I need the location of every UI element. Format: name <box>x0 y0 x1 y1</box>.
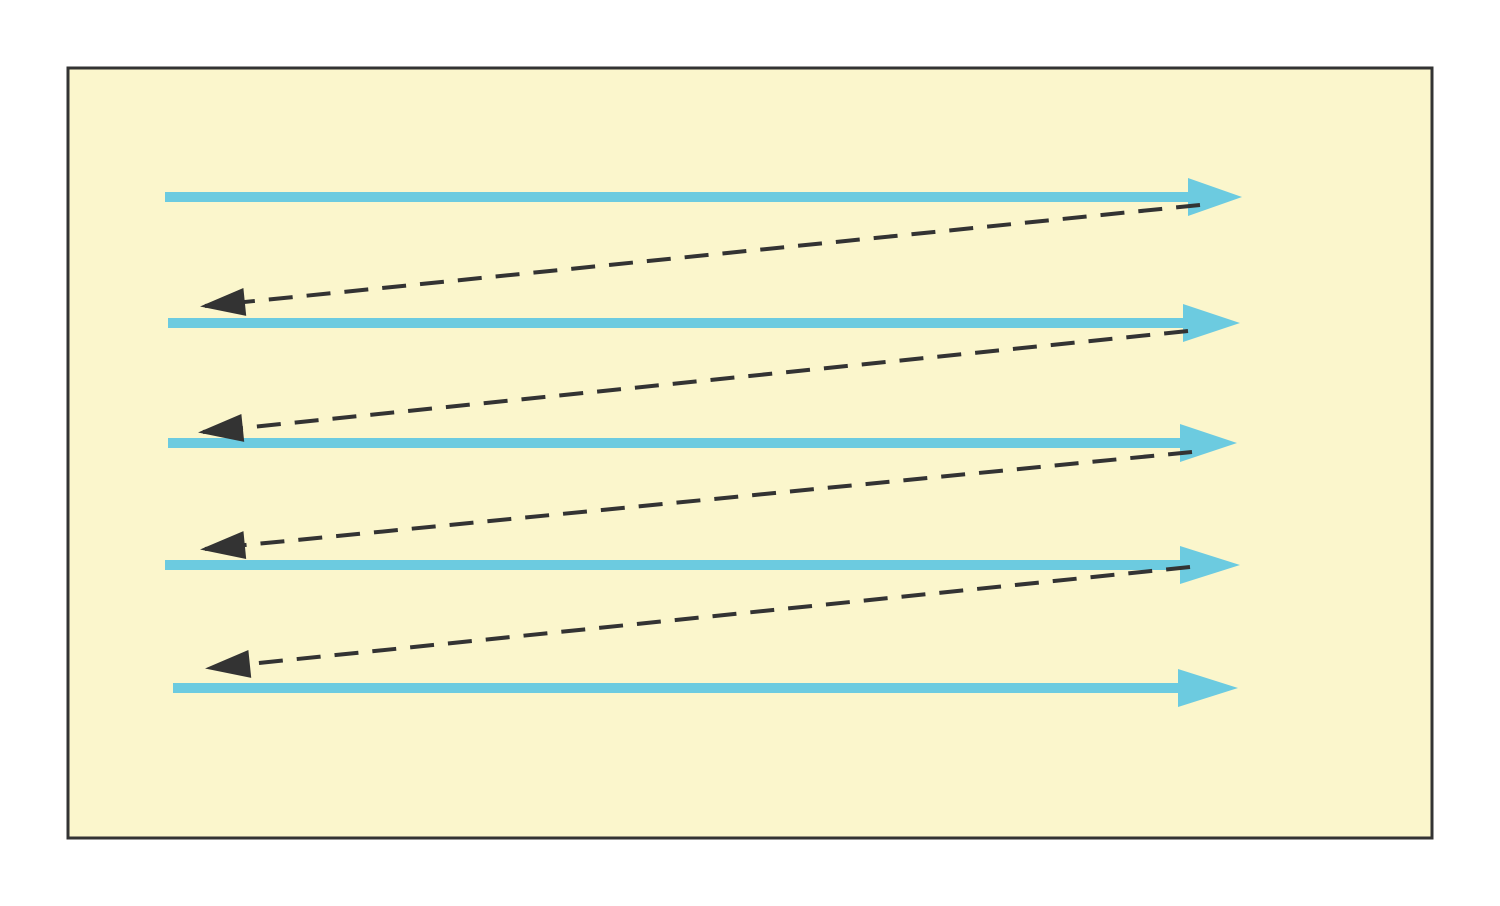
arrowhead-right-icon <box>1188 178 1242 216</box>
retrace-line <box>202 329 1189 434</box>
scan-line-arrow <box>165 178 1242 216</box>
arrowhead-right-icon <box>1180 424 1237 462</box>
retrace-line-arrow <box>200 450 1193 560</box>
scan-line-arrow <box>173 669 1238 707</box>
arrowhead-right-icon <box>1178 669 1238 707</box>
retrace-line-arrow <box>205 565 1191 678</box>
retrace-line <box>204 450 1193 551</box>
scan-line-arrow <box>168 304 1240 342</box>
retrace-line-arrow <box>198 329 1189 442</box>
scan-line-arrow <box>168 424 1237 462</box>
arrowhead-right-icon <box>1183 304 1240 342</box>
arrowhead-left-icon <box>200 288 247 316</box>
scan-line-arrow <box>165 546 1240 584</box>
retrace-line <box>204 203 1201 308</box>
arrowhead-left-icon <box>205 649 252 678</box>
arrowhead-right-icon <box>1180 546 1240 584</box>
arrowhead-left-icon <box>198 413 245 442</box>
retrace-line-arrow <box>200 203 1201 316</box>
retrace-line <box>209 565 1191 670</box>
diagram-frame <box>66 66 1434 840</box>
arrowhead-left-icon <box>200 531 247 560</box>
